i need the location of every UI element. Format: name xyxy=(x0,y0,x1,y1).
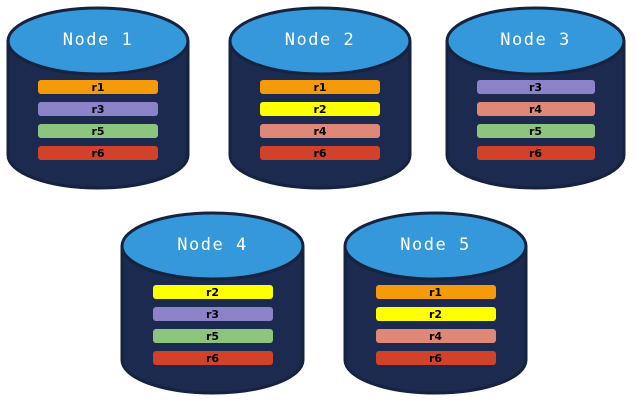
replica-label: r4 xyxy=(313,124,327,138)
replica-label: r6 xyxy=(428,351,443,365)
replica-bar[interactable]: r4 xyxy=(476,102,595,116)
replica-bar[interactable]: r2 xyxy=(375,307,496,321)
cylinder-top-ellipse xyxy=(120,211,305,281)
replica-bar[interactable]: r1 xyxy=(38,80,158,94)
replica-bar[interactable]: r2 xyxy=(152,285,273,299)
replica-label: r2 xyxy=(313,102,327,116)
replica-label: r6 xyxy=(528,146,543,160)
replica-stack: r1 r2 r4 r6 xyxy=(345,285,526,365)
replica-label: r1 xyxy=(91,80,105,94)
cylinder-top-ellipse xyxy=(228,6,412,76)
cylinder-top-ellipse xyxy=(6,6,190,76)
replica-bar[interactable]: r3 xyxy=(476,80,595,94)
replica-label: r3 xyxy=(528,80,543,94)
replica-stack: r1 r2 r4 r6 xyxy=(230,80,410,160)
replica-label: r1 xyxy=(428,285,443,299)
replica-bar[interactable]: r1 xyxy=(375,285,496,299)
replica-bar[interactable]: r6 xyxy=(152,351,273,365)
replica-label: r4 xyxy=(528,102,543,116)
replica-stack: r2 r3 r5 r6 xyxy=(122,285,303,365)
replica-bar[interactable]: r4 xyxy=(260,124,380,138)
cylinder-top-ellipse xyxy=(445,6,626,76)
replica-bar[interactable]: r5 xyxy=(476,124,595,138)
replica-label: r3 xyxy=(91,102,105,116)
replica-bar[interactable]: r6 xyxy=(260,146,380,160)
replica-label: r5 xyxy=(91,124,105,138)
replica-bar[interactable]: r5 xyxy=(152,329,273,343)
replica-label: r2 xyxy=(205,285,220,299)
replica-stack: r1 r3 r5 r6 xyxy=(8,80,188,160)
replica-bar[interactable]: r6 xyxy=(375,351,496,365)
replica-label: r6 xyxy=(91,146,105,160)
replica-label: r2 xyxy=(428,307,443,321)
replica-bar[interactable]: r5 xyxy=(38,124,158,138)
replica-label: r1 xyxy=(313,80,327,94)
replica-label: r3 xyxy=(205,307,220,321)
replica-label: r5 xyxy=(205,329,220,343)
replica-stack: r3 r4 r5 r6 xyxy=(447,80,624,160)
replica-bar[interactable]: r3 xyxy=(38,102,158,116)
replica-bar[interactable]: r2 xyxy=(260,102,380,116)
replica-bar[interactable]: r6 xyxy=(476,146,595,160)
replica-bar[interactable]: r6 xyxy=(38,146,158,160)
cylinder-top-ellipse xyxy=(343,211,528,281)
replica-label: r5 xyxy=(528,124,543,138)
replica-bar[interactable]: r3 xyxy=(152,307,273,321)
replica-bar[interactable]: r4 xyxy=(375,329,496,343)
replica-label: r6 xyxy=(313,146,327,160)
replica-bar[interactable]: r1 xyxy=(260,80,380,94)
replica-label: r4 xyxy=(428,329,443,343)
replica-label: r6 xyxy=(205,351,220,365)
